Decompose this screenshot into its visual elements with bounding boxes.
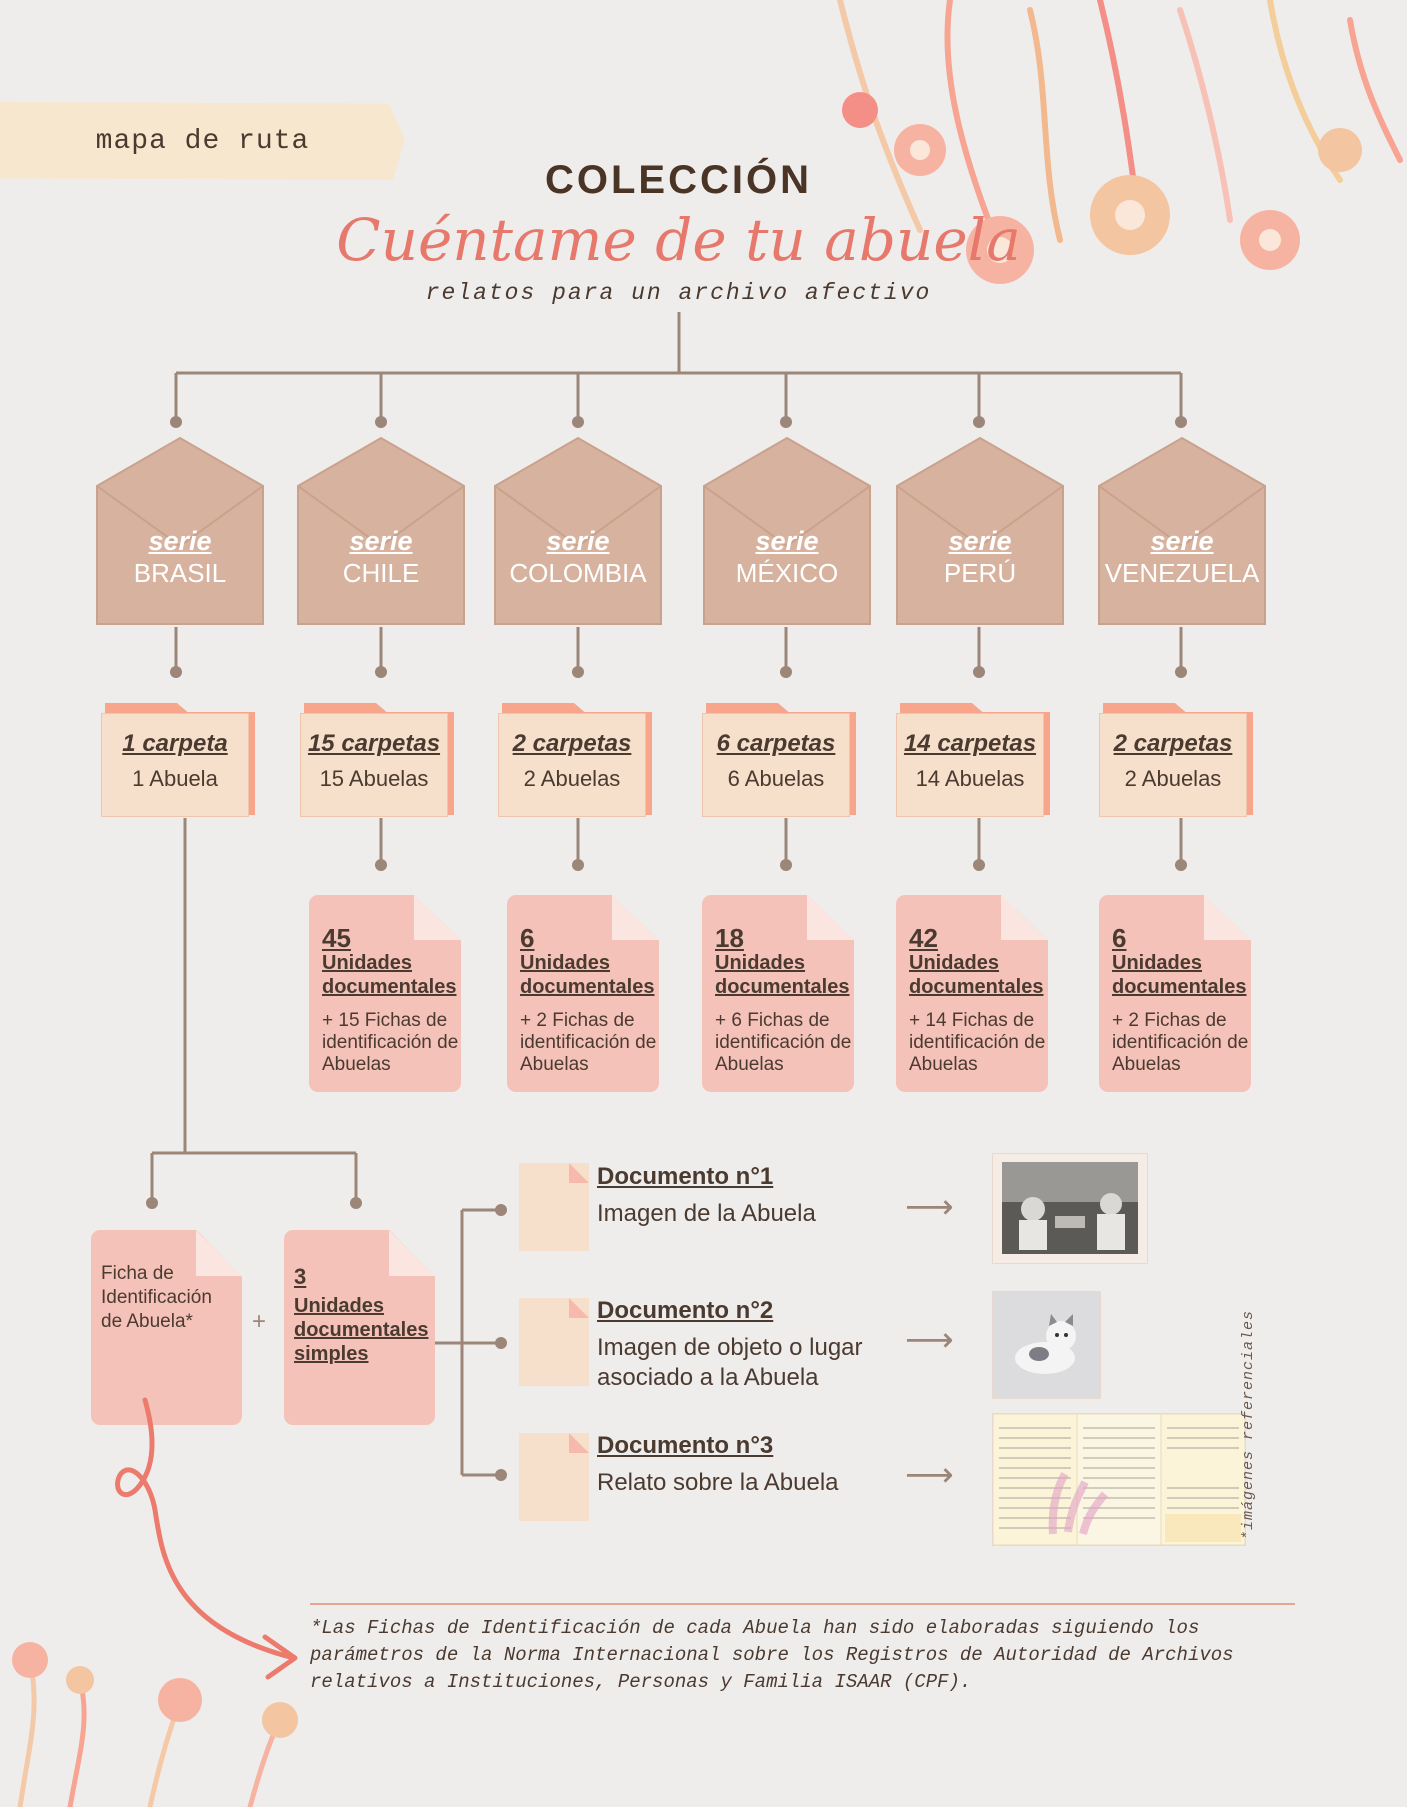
envelope-icon [96,436,264,625]
reference-note: *imágenes referenciales [1240,1310,1270,1550]
abuela-count: 2 Abuelas [523,766,621,791]
series-envelope-peru: serie PERÚ [895,436,1065,626]
arrow-right-icon: ⟶ [905,1188,954,1226]
ficha-card: Ficha de Identificación de Abuela* [91,1230,242,1425]
photo-icon [1002,1162,1138,1254]
units-count: 45 [322,923,351,953]
envelope-icon [703,436,871,625]
tape-label: mapa de ruta [0,102,405,180]
series-country: BRASIL [133,558,227,588]
series-envelope-colombia: serie COLOMBIA [493,436,663,626]
envelope-icon [297,436,465,625]
series-country: MÉXICO [735,558,839,588]
folder-count: 1 carpeta [122,730,228,757]
series-country: CHILE [342,558,420,588]
units-label: Unidades documentales [715,952,850,998]
document-1-page-icon [519,1163,589,1251]
folder-count: 2 carpetas [1113,730,1233,757]
series-label: serie [1150,526,1214,556]
units-label: Unidades documentales [1112,952,1247,998]
folder-colombia: 2 carpetas 2 Abuelas [498,703,653,818]
series-label: serie [546,526,610,556]
arrow-right-icon: ⟶ [905,1456,954,1494]
units-card-colombia: 6 Unidades documentales + 2 Fichas de id… [507,895,659,1092]
series-label: serie [948,526,1012,556]
series-envelope-mexico: serie MÉXICO [702,436,872,626]
document-3-title: Documento n°3 [597,1432,774,1459]
units-card-venezuela: 6 Unidades documentales + 2 Fichas de id… [1099,895,1251,1092]
abuela-count: 2 Abuelas [1124,766,1222,791]
grandmother-photo-thumbnail [992,1153,1148,1264]
units-card-peru: 42 Unidades documentales + 14 Fichas de … [896,895,1048,1092]
series-country: VENEZUELA [1104,558,1260,588]
document-2-page-icon [519,1298,589,1386]
units-count: 6 [1112,923,1127,953]
series-country: PERÚ [943,558,1017,588]
collection-script-title: Cuéntame de tu abuela [336,206,1021,274]
floral-decoration-top-icon [837,0,1403,284]
units-card-mexico: 18 Unidades documentales + 6 Fichas de i… [702,895,854,1092]
cat-figurine-icon [1015,1314,1076,1374]
folder-count: 2 carpetas [512,730,632,757]
fichas-note: + 14 Fichas de identificación de Abuelas [909,1010,1046,1075]
arrow-right-icon: ⟶ [905,1321,954,1359]
collection-subtitle: relatos para un archivo afectivo [425,280,932,306]
abuela-count: 14 Abuelas [915,766,1025,791]
abuela-count: 15 Abuelas [319,766,429,791]
document-1-desc: Imagen de la Abuela [597,1200,816,1227]
folder-count: 15 carpetas [307,730,441,757]
series-label: serie [755,526,819,556]
folder-count: 6 carpetas [716,730,836,757]
units-label: Unidades documentales [520,952,655,998]
abuela-count: 1 Abuela [132,766,218,791]
document-2-title: Documento n°2 [597,1297,774,1324]
folder-chile: 15 carpetas 15 Abuelas [300,703,455,818]
simple-units-count: 3 [294,1264,307,1289]
document-1-title: Documento n°1 [597,1163,774,1190]
envelope-icon [494,436,662,625]
handwritten-pages-icon [992,1413,1246,1546]
units-count: 6 [520,923,535,953]
footnote: *Las Fichas de Identificación de cada Ab… [310,1603,1295,1696]
series-envelope-brasil: serie BRASIL [95,436,265,626]
plus-sign: + [252,1308,267,1335]
envelope-icon [1098,436,1266,625]
units-label: Unidades documentales [322,952,457,998]
fichas-note: + 2 Fichas de identificación de Abuelas [1112,1010,1249,1075]
tape-label-text: mapa de ruta [95,125,310,157]
series-label: serie [148,526,212,556]
document-3-desc: Relato sobre la Abuela [597,1469,839,1496]
floral-decoration-bottom-icon [12,1642,298,1807]
series-country: COLOMBIA [509,558,647,588]
series-envelope-chile: serie CHILE [296,436,466,626]
folder-count: 14 carpetas [903,730,1037,757]
fichas-note: + 15 Fichas de identificación de Abuelas [322,1010,459,1075]
document-2-desc: Imagen de objeto o lugar asociado a la A… [597,1334,863,1391]
document-3-page-icon [519,1433,589,1521]
abuela-count: 6 Abuelas [727,766,825,791]
series-envelope-venezuela: serie VENEZUELA [1097,436,1267,626]
folder-venezuela: 2 carpetas 2 Abuelas [1099,703,1254,818]
units-card-chile: 45 Unidades documentales + 15 Fichas de … [309,895,461,1092]
fichas-note: + 6 Fichas de identificación de Abuelas [715,1010,852,1075]
folder-peru: 14 carpetas 14 Abuelas [896,703,1051,818]
units-count: 42 [909,923,938,953]
envelope-icon [896,436,1064,625]
series-label: serie [349,526,413,556]
fichas-note: + 2 Fichas de identificación de Abuelas [520,1010,657,1075]
reference-note-text: *imágenes referenciales [1240,1309,1257,1540]
curly-arrow-icon [115,1397,298,1680]
ficha-label: Ficha de Identificación de Abuela* [101,1263,212,1332]
story-manuscript-thumbnail [992,1413,1246,1546]
collection-title: COLECCIÓN [545,158,812,202]
object-photo-thumbnail [992,1291,1101,1399]
simple-units-label: Unidades documentales simples [294,1295,429,1365]
folder-mexico: 6 carpetas 6 Abuelas [702,703,857,818]
folder-brasil: 1 carpeta 1 Abuela [101,703,256,818]
units-count: 18 [715,923,744,953]
units-label: Unidades documentales [909,952,1044,998]
